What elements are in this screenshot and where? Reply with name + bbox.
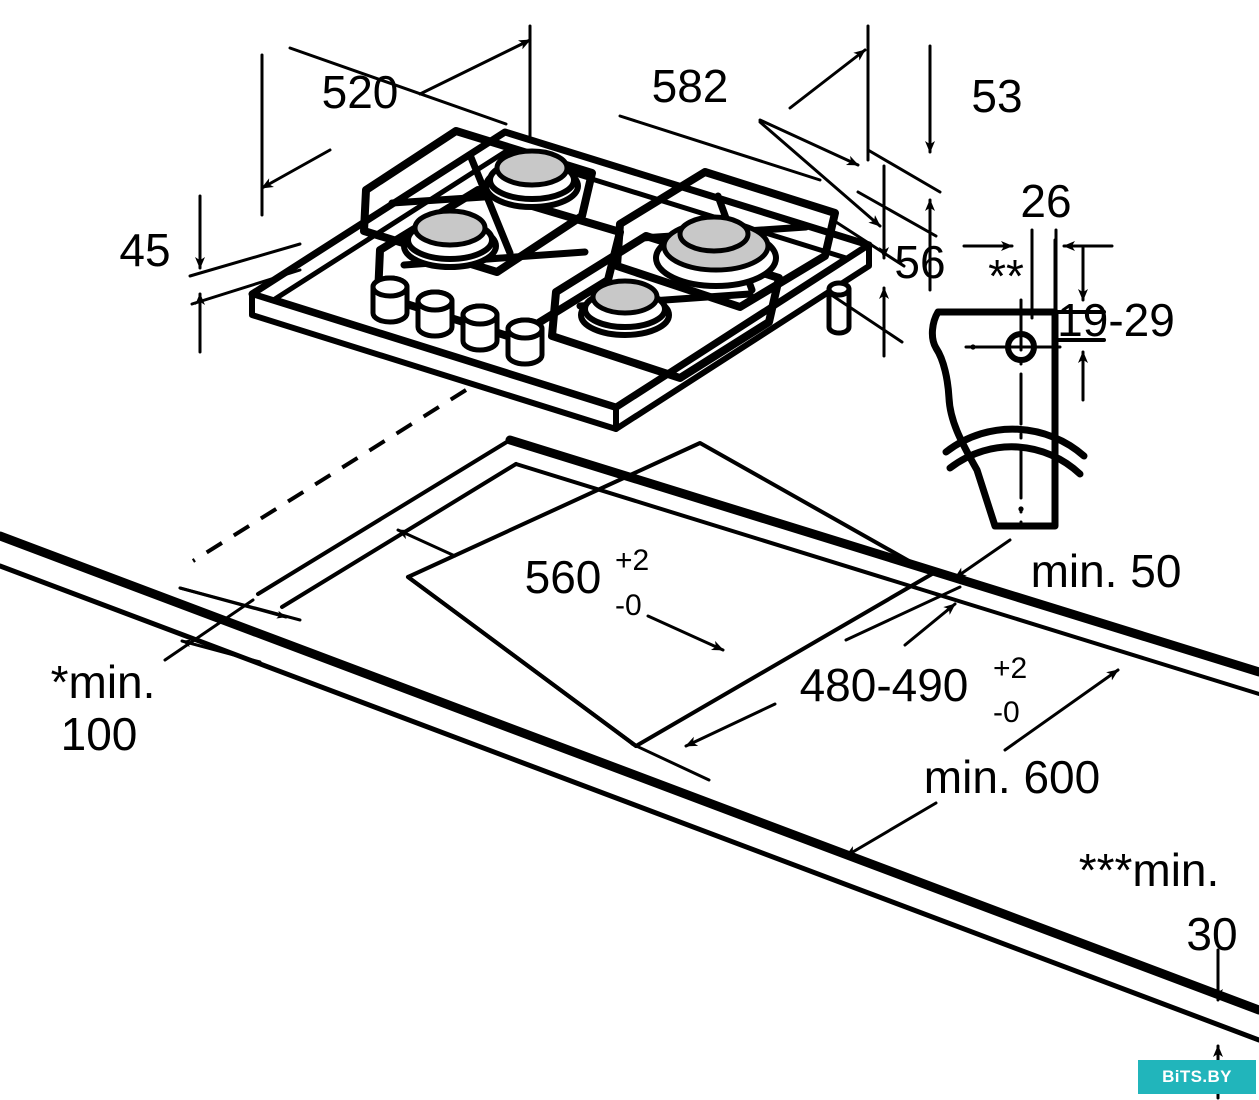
bracket-profile (928, 308, 1059, 530)
arrow-600-dn (844, 801, 938, 858)
burner-front-cap (590, 278, 660, 316)
knob-1 (370, 275, 410, 325)
dim-53-ext-b (856, 190, 938, 238)
label-min-100-number: 100 (61, 708, 138, 760)
leader-min100-b (170, 648, 245, 669)
label-min-30-number: 30 (1186, 908, 1237, 960)
label-56: 56 (894, 236, 945, 288)
arrow-560 (646, 614, 725, 652)
label-45: 45 (119, 224, 170, 276)
knob-4 (505, 317, 545, 367)
arrow-min100-b (180, 639, 262, 664)
dim-45-ext-b (190, 268, 302, 306)
label-53: 53 (971, 70, 1022, 122)
arrow-480-up (903, 602, 957, 647)
bracket-spring (942, 425, 1088, 460)
arrow-min100-a (178, 586, 288, 619)
burner-wok-cap (677, 214, 751, 254)
label-min-100: *min. (51, 656, 156, 708)
label-560-group: 560 +2 -0 (525, 544, 650, 622)
worktop-front-top-edge (0, 531, 1259, 1015)
grate-front-right (548, 232, 783, 382)
bracket-dimension-lines (962, 228, 1114, 402)
ext-480-2 (630, 742, 711, 782)
label-480-490-sup: +2 (993, 652, 1027, 685)
watermark-badge: BiTS.BY (1138, 1060, 1256, 1094)
label-19-29: 19-29 (1057, 294, 1175, 346)
label-480-490-sub: -0 (993, 696, 1020, 729)
ext-480-1 (844, 585, 962, 642)
label-560-sub: -0 (615, 589, 642, 622)
dim-520-line (288, 46, 508, 126)
burner-left-cap (412, 208, 488, 248)
dimension-labels: 520 582 53 45 56 26 ** 19-29 min. 50 560… (51, 60, 1238, 960)
worktop-rear-inner-edge (514, 462, 1259, 696)
hob-dimension-lines (188, 24, 942, 358)
label-582: 582 (652, 60, 729, 112)
worktop-rear-top-edge (505, 435, 1259, 677)
label-520: 520 (322, 66, 399, 118)
hob-leg-right-top (826, 280, 852, 298)
dim-582-arrow-dn (758, 118, 860, 167)
grate-rear-right (613, 168, 839, 311)
label-560-sup: +2 (615, 544, 649, 577)
burner-rear-center-cap (494, 148, 570, 188)
grate-rear-left-bar-b (466, 151, 514, 257)
dim-582-callout (758, 120, 882, 228)
dim-56-ext-b (828, 292, 904, 344)
bracket-center-dot-left (970, 344, 976, 350)
label-480-490-group: 480-490 +2 -0 (800, 652, 1028, 729)
label-560: 560 (525, 551, 602, 603)
dim-56-ext-a (834, 220, 906, 268)
dim-520-arrow-up (418, 38, 532, 96)
dim-53-ext-a (866, 148, 942, 194)
arrow-min50 (953, 538, 1012, 580)
arrow-560-up (396, 528, 457, 558)
worktop-front-bottom-edge (0, 563, 1259, 1043)
worktop-rear-left-edge (256, 438, 512, 596)
label-min-100-group: *min. 100 (51, 656, 156, 760)
dim-520-arrow-dn (260, 148, 332, 190)
hob-leg-right (826, 286, 852, 336)
projection-dashed (191, 388, 468, 563)
bracket-spring-2 (946, 443, 1084, 478)
label-bracket-stars: ** (988, 250, 1024, 302)
control-knobs (370, 275, 545, 367)
knob-2 (415, 289, 455, 339)
watermark-text: BiTS.BY (1162, 1067, 1232, 1086)
label-480-490: 480-490 (800, 659, 969, 711)
label-min-30-group: ***min. 30 (1079, 844, 1238, 960)
arrow-480-dn (684, 702, 777, 748)
dim-45-ext-a (188, 242, 302, 278)
projection-lines (191, 388, 468, 563)
grate-rear-left (360, 127, 596, 276)
label-min-50: min. 50 (1031, 545, 1182, 597)
ext-min100-1 (163, 598, 255, 662)
label-26: 26 (1020, 175, 1071, 227)
knob-3 (460, 303, 500, 353)
dim-582-arrow-up (788, 48, 867, 110)
arrow-600-up (1003, 668, 1120, 752)
dim-582-diag (618, 114, 822, 182)
counter-dimension-lines (163, 528, 1223, 1100)
cutout-outline (406, 441, 934, 748)
label-min-600: min. 600 (924, 751, 1100, 803)
burners (401, 148, 779, 338)
label-min-30: ***min. (1079, 844, 1220, 896)
